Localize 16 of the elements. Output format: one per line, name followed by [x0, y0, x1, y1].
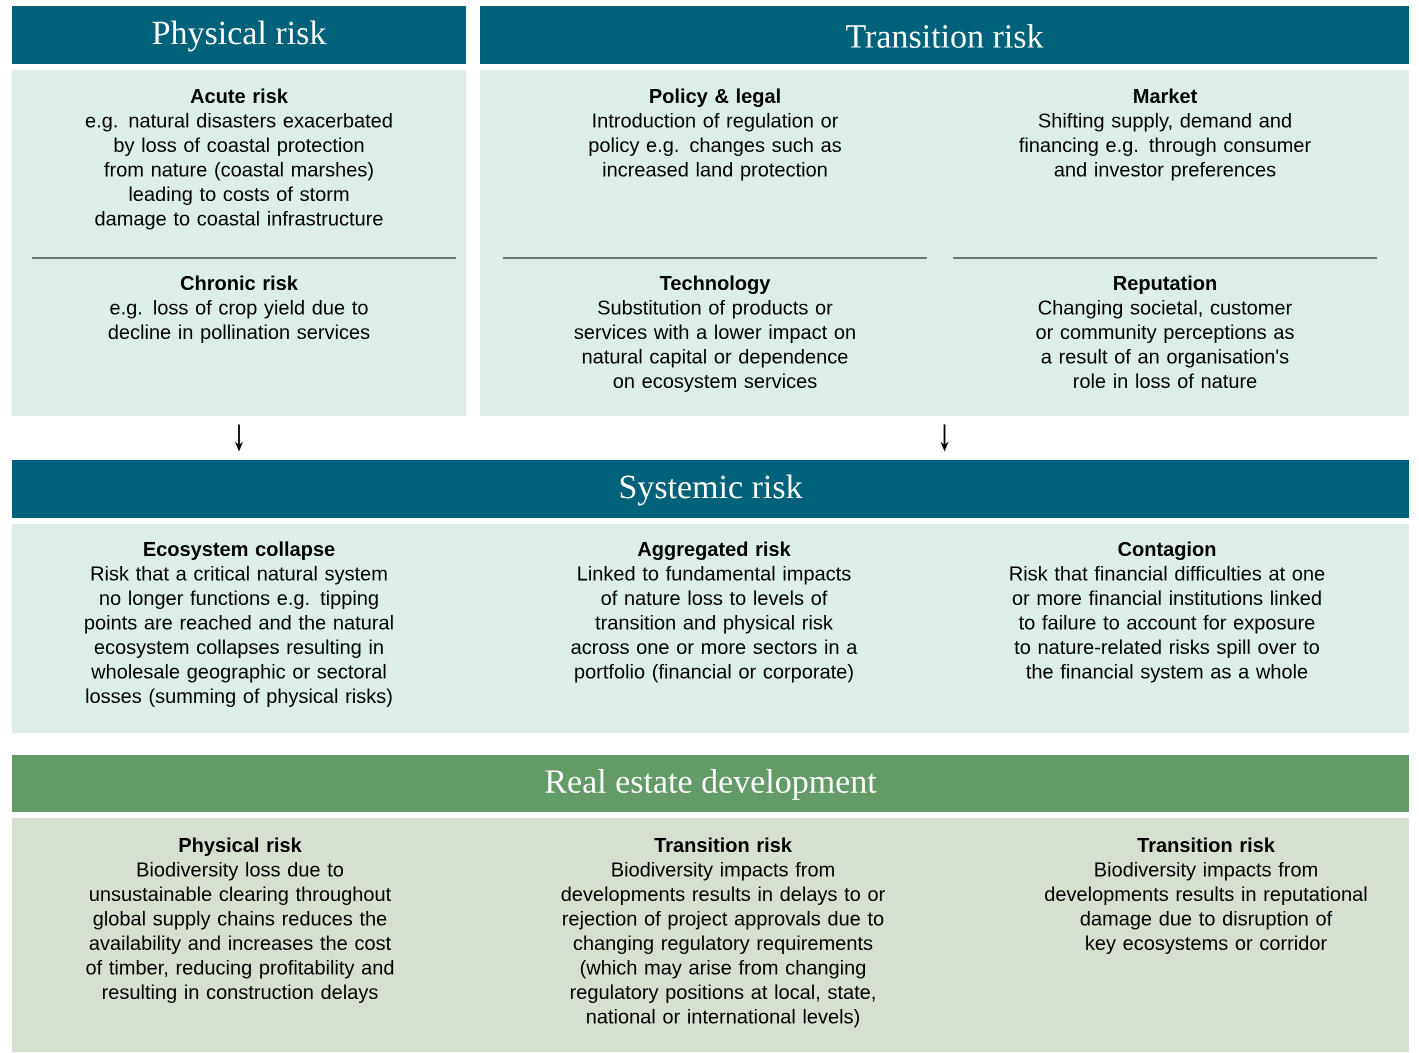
risk-description: Ecosystem collapse Risk that a critical natural system no longer functions e.g. tipping points are reached and the natural ecosystem collapses resulting in wholesale geographic or sectoral losses (summing of physical risks)	[85, 541, 393, 708]
risk-description: Technology Substitution of products or services with a lower impact on natural capital or dependence on ecosystem services	[574, 275, 855, 393]
risk-description: Transition risk Biodiversity impacts from developments results in reputational damage due to disruption of key ecosystems or corridor	[1045, 837, 1367, 955]
node-label: Real estate development	[545, 769, 877, 800]
risk-description: Market Shifting supply, demand and financing e.g. through consumer and investor preferences	[1019, 88, 1311, 181]
risk-description: Chronic risk e.g. loss of crop yield due to decline in pollination services	[108, 275, 370, 344]
node-label: Transition risk	[846, 24, 1044, 48]
risk-description: Transition risk Biodiversity impacts from developments results in delays to or rejection of project approvals due to changing regulatory requirements (which may arise from changing regulatory positions at local, state, national or international levels)	[561, 837, 885, 1028]
risk-description: Policy & legal Introduction of regulation or policy e.g. changes such as increased land protection	[589, 88, 841, 181]
risk-description: Physical risk Biodiversity loss due to unsustainable clearing throughout global supply chains reduces the availability and increases the cost of timber, reducing profitability and resulting in construction delays	[86, 837, 394, 1004]
risk-description: Reputation Changing societal, customer or community perceptions as a result of an organisation's role in loss of nature	[1036, 275, 1294, 389]
node-label: Systemic risk	[620, 474, 803, 506]
node-label: Physical risk	[152, 20, 327, 52]
risk-description: Contagion Risk that financial difficulties at one or more financial institutions linked to failure to account for exposure to nature-related risks spill over to the financial system as a whole	[1010, 541, 1325, 683]
risk-description: Aggregated risk Linked to fundamental impacts of nature loss to levels of transition and physical risk across one or more sectors in a portfolio (financial or corporate)	[571, 541, 858, 683]
risk-description: Acute risk e.g. natural disasters exacerbated by loss of coastal protection from nature (coastal marshes) leading to costs of storm damage to coastal infrastructure	[85, 88, 392, 230]
